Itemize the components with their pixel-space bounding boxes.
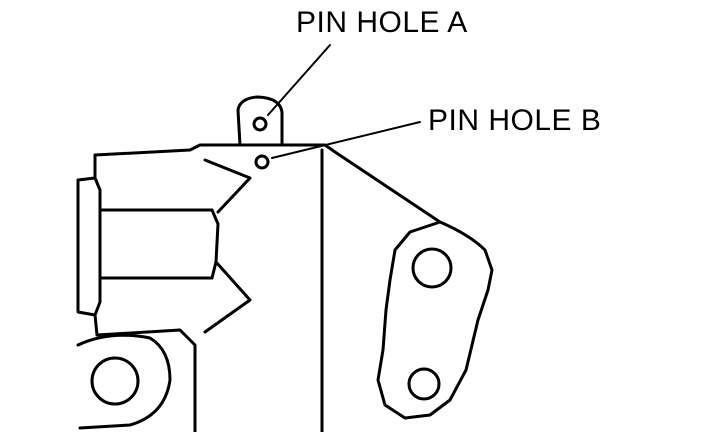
left-inner-face [93,176,102,317]
top-tab [236,95,284,147]
leader-a [267,44,331,116]
leader-b [271,121,421,159]
bore-end [210,208,220,280]
pin-hole-b-label: PIN HOLE B [428,104,602,137]
pin-hole-a-label: PIN HOLE A [296,6,468,39]
upper-notch [203,158,252,214]
lower-notch [203,260,252,334]
housing-outline [93,143,494,420]
pin-hole-a [252,116,268,132]
bottom-left-hole [90,356,140,406]
pin-hole-b [254,154,270,170]
bottom-left-lobe [76,333,172,430]
lower-mount-hole [407,367,441,401]
upper-mount-hole [411,247,453,289]
